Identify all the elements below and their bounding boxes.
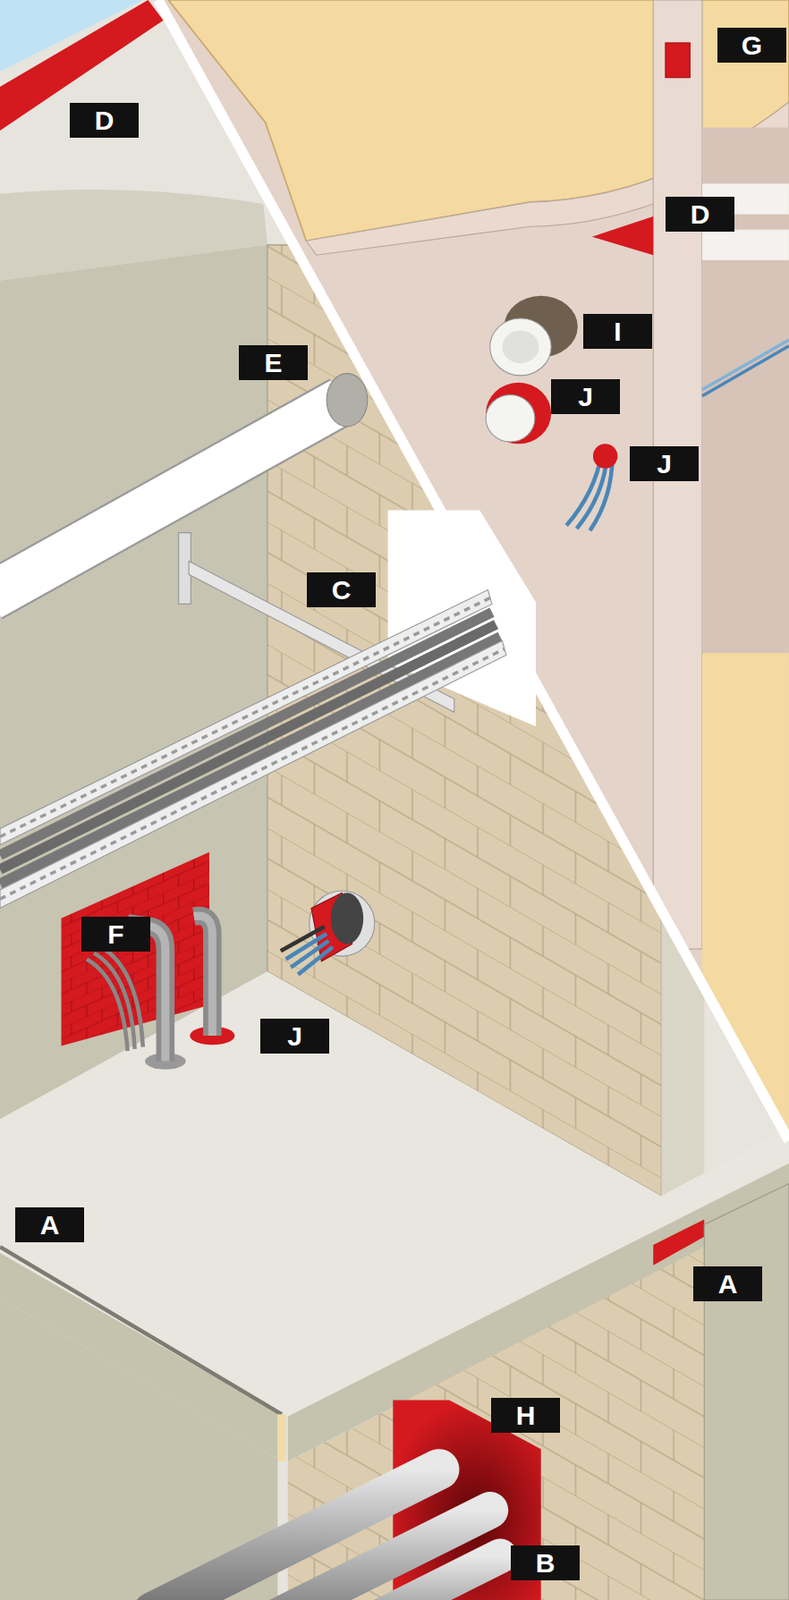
callout-text: F xyxy=(107,921,124,949)
sealed-wall-opening xyxy=(194,916,213,1036)
cable-collar-device xyxy=(330,892,365,944)
callout-letter: D xyxy=(69,102,139,138)
callout-letter: J xyxy=(629,446,699,482)
cable-tray xyxy=(0,589,493,845)
cable-seal xyxy=(593,443,618,468)
right-cutaway xyxy=(702,346,789,397)
callout-letter: I xyxy=(583,313,653,349)
callout-letter: J xyxy=(551,379,620,415)
callout-letter: A xyxy=(693,1266,763,1302)
cable-tray xyxy=(0,509,536,908)
callout-letter: J xyxy=(260,1018,330,1054)
pipe xyxy=(152,1469,439,1600)
pipe-collar xyxy=(485,382,552,444)
pipe xyxy=(0,400,342,597)
floor-slab xyxy=(277,1414,286,1461)
callout-text: D xyxy=(94,107,115,135)
lower-room xyxy=(704,1183,789,1600)
right-cutaway xyxy=(665,42,690,78)
upper-left-room xyxy=(0,245,268,1120)
callout-text: H xyxy=(516,1402,536,1430)
callout-text: E xyxy=(263,349,282,377)
cable-tray xyxy=(0,598,491,838)
cable-tray xyxy=(0,612,493,857)
callout-letter: H xyxy=(491,1398,560,1434)
lower-room xyxy=(0,1183,789,1600)
sealed-wall-opening xyxy=(194,916,213,1036)
callout-text: J xyxy=(287,1023,303,1051)
pipe xyxy=(305,1556,501,1600)
callout-letter: C xyxy=(306,572,376,608)
callout-text: A xyxy=(40,1212,60,1239)
pipe-collar xyxy=(485,395,535,442)
right-cutaway xyxy=(702,339,789,391)
callout-text: D xyxy=(690,201,711,229)
sealed-wall-opening xyxy=(60,852,209,1047)
cable-collar-device xyxy=(280,926,325,951)
cable-tray xyxy=(0,624,496,870)
right-cutaway xyxy=(592,216,654,255)
pipe-wrap xyxy=(501,330,539,365)
callout-text: G xyxy=(741,32,763,60)
cutaway-line xyxy=(158,0,789,1142)
callout-letter: F xyxy=(81,916,151,952)
pipe xyxy=(152,1469,501,1600)
callout-letter: B xyxy=(510,1545,580,1581)
cable-tray xyxy=(0,649,505,900)
callout-letter: G xyxy=(717,27,787,63)
right-cutaway xyxy=(152,0,789,1144)
pipe-wrap xyxy=(490,318,552,376)
pipe-collar xyxy=(485,382,552,444)
callout-letter: E xyxy=(238,345,308,381)
sealed-wall-opening xyxy=(60,852,235,1070)
sealed-wall-opening xyxy=(86,947,144,1052)
callout-letter: D xyxy=(665,196,735,232)
callout-text: J xyxy=(577,383,594,411)
pipe xyxy=(0,400,342,597)
callout-text: A xyxy=(718,1271,739,1299)
cable-collar-device xyxy=(285,933,332,976)
cable-tray xyxy=(0,641,507,909)
callout-text: I xyxy=(613,318,621,346)
pipe-wrap xyxy=(490,296,578,376)
pipe xyxy=(326,373,368,427)
right-cutaway xyxy=(152,0,789,1144)
callout-text: J xyxy=(656,450,672,478)
callout-letter: A xyxy=(15,1207,85,1243)
cable-collar-device xyxy=(280,890,375,976)
cable-seal xyxy=(566,443,618,531)
callout-text: B xyxy=(535,1550,556,1578)
callout-text: C xyxy=(331,576,352,604)
cable-tray xyxy=(0,636,501,884)
right-cutaway xyxy=(702,229,789,261)
